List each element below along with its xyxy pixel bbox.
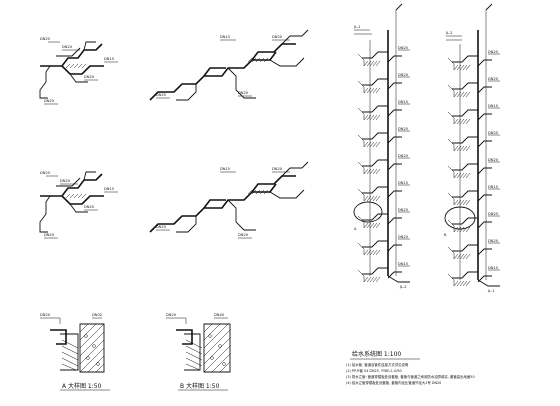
floor-pipe-tag: DN20 <box>488 239 499 243</box>
floor-pipe-tag: DN20 <box>488 158 499 162</box>
floor-branch: DN15 <box>357 181 410 202</box>
detail-b-caption: B 大样图 1:50 <box>180 382 220 390</box>
floor-pipe-tag: DN20 <box>398 154 409 158</box>
system-notes-block: 给水系统图 1:100 (1) 给水管, 管道及管件连接方式详见说明 (2) P… <box>346 350 475 385</box>
pipe-tag: DN20 <box>272 35 283 39</box>
floor-pipe-tag: DN25 <box>488 131 498 135</box>
pipe-tag: DN15 <box>220 35 230 39</box>
floor-pipe-tag: DN15 <box>398 262 408 266</box>
detail-a-caption: A 大样图 1:50 <box>62 382 102 390</box>
pipe-tag: DN15 <box>104 187 114 191</box>
floor-branch: DN25 <box>357 46 410 67</box>
system-title: 给水系统图 1:100 <box>352 350 401 358</box>
floor-branch: DN20 <box>357 73 410 94</box>
floor-branch: DN20 <box>357 154 410 175</box>
pipe-tag: DN25 <box>40 171 50 175</box>
pipe-tag: DN15 <box>220 167 230 171</box>
floor-branch: DN20 <box>447 239 500 260</box>
pipe-tag: DN20 <box>238 91 249 95</box>
isometric-plumbing-detail-2: DN25 DN20 DN15 DN20 <box>149 29 309 101</box>
note-line: (2) PP-R管 S4 DN25, YYB0-1.0/50 <box>346 368 402 373</box>
pipe-tag: DN20 <box>60 179 71 183</box>
floor-branch: DN15 <box>447 185 500 206</box>
floor-pipe-tag: DN25 <box>488 212 498 216</box>
detail-a-callout-label: A <box>354 227 357 231</box>
pipe-tag: DN25 <box>156 93 166 97</box>
detail-b-callout-circle <box>444 206 476 230</box>
floor-pipe-tag: DN25 <box>398 208 408 212</box>
floor-branch: DN20 <box>447 158 500 179</box>
pipe-tag: DN25 <box>40 37 50 41</box>
pipe-tag: DN25 <box>44 99 54 103</box>
pipe-tag: JL-1 <box>487 289 495 293</box>
pipe-tag: JL-1 <box>353 25 361 29</box>
detail-a-enlarged-view: DN20 DN32 A 大样图 1:50 <box>40 313 110 391</box>
floor-pipe-tag: DN20 <box>488 77 499 81</box>
pipe-tag: DN20 <box>62 45 73 49</box>
floor-pipe-tag: DN15 <box>488 185 498 189</box>
pipe-tag: JL-2 <box>399 285 407 289</box>
isometric-plumbing-detail-3: DN25 DN20 DN15 DN20 DN25 <box>39 171 118 239</box>
floor-branch: DN20 <box>357 235 410 256</box>
pipe-tag: DN20 <box>238 233 249 237</box>
detail-a-callout-circle <box>353 201 383 223</box>
floor-branch: DN25 <box>357 127 410 148</box>
pipe-tag: DN15 <box>104 57 114 61</box>
floor-branch: DN15 <box>447 266 500 287</box>
pipe-tag: DN32 <box>92 313 102 317</box>
floor-branch: DN25 <box>447 50 500 71</box>
floor-pipe-tag: DN15 <box>398 181 408 185</box>
floor-branch: DN20 <box>447 77 500 98</box>
note-line: (1) 给水管, 管道及管件连接方式详见说明 <box>346 362 409 367</box>
floor-branch: DN25 <box>447 212 500 233</box>
floor-pipe-tag: DN15 <box>488 104 498 108</box>
pipe-tag: DN20 <box>40 313 51 317</box>
pipe-tag: DN20 <box>272 167 283 171</box>
note-line: (4) 给水立管穿楼板处设套管, 套管内径比管道外径大2号 DN20 <box>346 380 441 385</box>
pipe-tag: DN20 <box>84 75 95 79</box>
floor-pipe-tag: DN15 <box>488 266 498 270</box>
floor-pipe-tag: DN15 <box>398 100 408 104</box>
floor-pipe-tag: DN25 <box>398 46 408 50</box>
floor-branch: DN25 <box>357 208 410 229</box>
pipe-tag: DN20 <box>84 205 95 209</box>
detail-b-callout-label: B <box>444 233 447 237</box>
floor-branch: DN25 <box>447 131 500 152</box>
pipe-tag: DN20 <box>166 313 177 317</box>
pipe-tag: DN25 <box>44 233 54 237</box>
isometric-plumbing-detail-4: DN25 DN20 DN15 DN20 <box>149 161 309 239</box>
isometric-plumbing-detail-1: DN25 DN20 DN15 DN20 DN25 <box>39 37 118 105</box>
pipe-tag: JL-2 <box>445 31 453 35</box>
floor-branch: DN15 <box>447 104 500 125</box>
pipe-tag: DN40 <box>214 313 225 317</box>
detail-b-enlarged-view: DN20 DN40 B 大样图 1:50 <box>166 313 231 391</box>
floor-pipe-tag: DN25 <box>488 50 498 54</box>
floor-pipe-tag: DN20 <box>398 73 409 77</box>
floor-branch: DN15 <box>357 262 410 283</box>
pipe-tag: DN25 <box>156 225 166 229</box>
floor-pipe-tag: DN25 <box>398 127 408 131</box>
floor-branch: DN15 <box>357 100 410 121</box>
note-line: (3) 排水立管: 管道穿楼板处设套管, 套管与管道之间用防水油膏填实, 套管高… <box>346 374 475 379</box>
floor-pipe-tag: DN20 <box>398 235 409 239</box>
